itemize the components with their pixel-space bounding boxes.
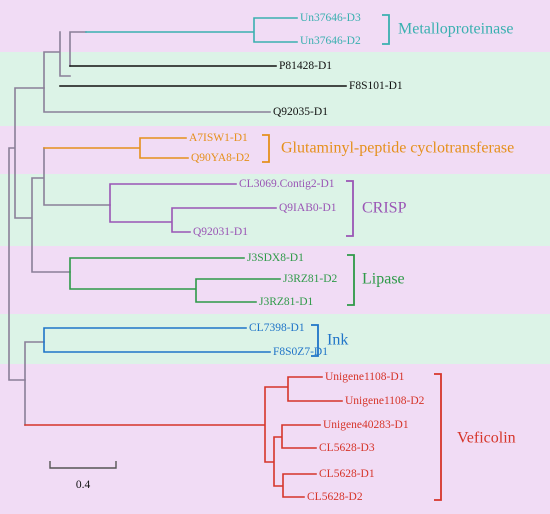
leaf-label: CL5628-D1 [319, 468, 375, 480]
ink-branches [43, 327, 271, 353]
glutaminyl-branches [43, 137, 189, 159]
band-metalloproteinase [0, 0, 550, 52]
band-veficolin [0, 364, 550, 514]
bracket-glutaminyl [262, 134, 270, 163]
group-label-glutaminyl: Glutaminyl-peptide cyclotransferase [281, 140, 514, 157]
leaf-label: Q92035-D1 [273, 106, 328, 118]
leaf-label: P81428-D1 [279, 60, 332, 72]
scale-bar-label: 0.4 [76, 479, 91, 491]
branch-ink-stem [24, 341, 45, 426]
leaf-label: CL5628-D3 [319, 442, 375, 454]
branch-metalloproteinase-clade [85, 17, 298, 43]
metalloproteinase-branches [85, 17, 298, 43]
lipase-branches [69, 257, 281, 303]
group-label-crisp: CRISP [362, 200, 407, 217]
branch-ink-clade [43, 327, 271, 353]
bracket-veficolin [434, 373, 442, 501]
branch-veficolin-clade [24, 376, 343, 498]
branch-crisp-clade [109, 183, 277, 233]
group-label-metalloproteinase: Metalloproteinase [398, 21, 514, 38]
group-label-lipase: Lipase [362, 271, 405, 288]
band-outgroup [0, 52, 550, 126]
leaf-label: Unigene40283-D1 [323, 419, 409, 431]
bracket-lipase [347, 254, 355, 306]
band-glutaminyl [0, 126, 550, 174]
leaf-label: Q92031-D1 [193, 226, 248, 238]
leaf-label: CL5628-D2 [307, 491, 363, 503]
leaf-label: Unigene1108-D2 [345, 395, 425, 407]
outgroup-branches [59, 65, 347, 87]
leaf-label: Unigene1108-D1 [325, 371, 405, 383]
band-crisp [0, 174, 550, 246]
branch-root [8, 87, 111, 381]
veficolin-branches [24, 376, 343, 498]
leaf-label: F8S0Z7-D1 [273, 346, 328, 358]
scale-bar-line [49, 461, 117, 469]
leaf-label: Q9IAB0-D1 [279, 202, 337, 214]
group-label-ink: Ink [327, 332, 348, 349]
bracket-ink [311, 324, 319, 357]
backbone-branches [8, 31, 271, 426]
leaf-label: J3RZ81-D2 [283, 273, 338, 285]
leaf-label: F8S101-D1 [349, 80, 403, 92]
branch-lipase-clade [69, 257, 281, 303]
leaf-label: J3SDX8-D1 [247, 252, 304, 264]
branch-glutaminyl-clade [43, 137, 189, 159]
group-label-veficolin: Veficolin [457, 430, 516, 447]
crisp-branches [109, 183, 277, 233]
leaf-label: Q90YA8-D2 [191, 152, 250, 164]
leaf-label: A7ISW1-D1 [189, 132, 248, 144]
bracket-crisp [346, 180, 354, 237]
leaf-label: J3RZ81-D1 [259, 296, 314, 308]
band-ink [0, 314, 550, 364]
branch-outgroup-stem [43, 31, 271, 113]
leaf-label: Un37646-D3 [300, 12, 361, 24]
leaf-label: Un37646-D2 [300, 35, 361, 47]
leaf-label: CL3069.Contig2-D1 [239, 178, 335, 190]
scale-bar: 0.4 [49, 461, 117, 491]
bracket-metalloproteinase [382, 14, 390, 45]
leaf-label: CL7398-D1 [249, 322, 305, 334]
